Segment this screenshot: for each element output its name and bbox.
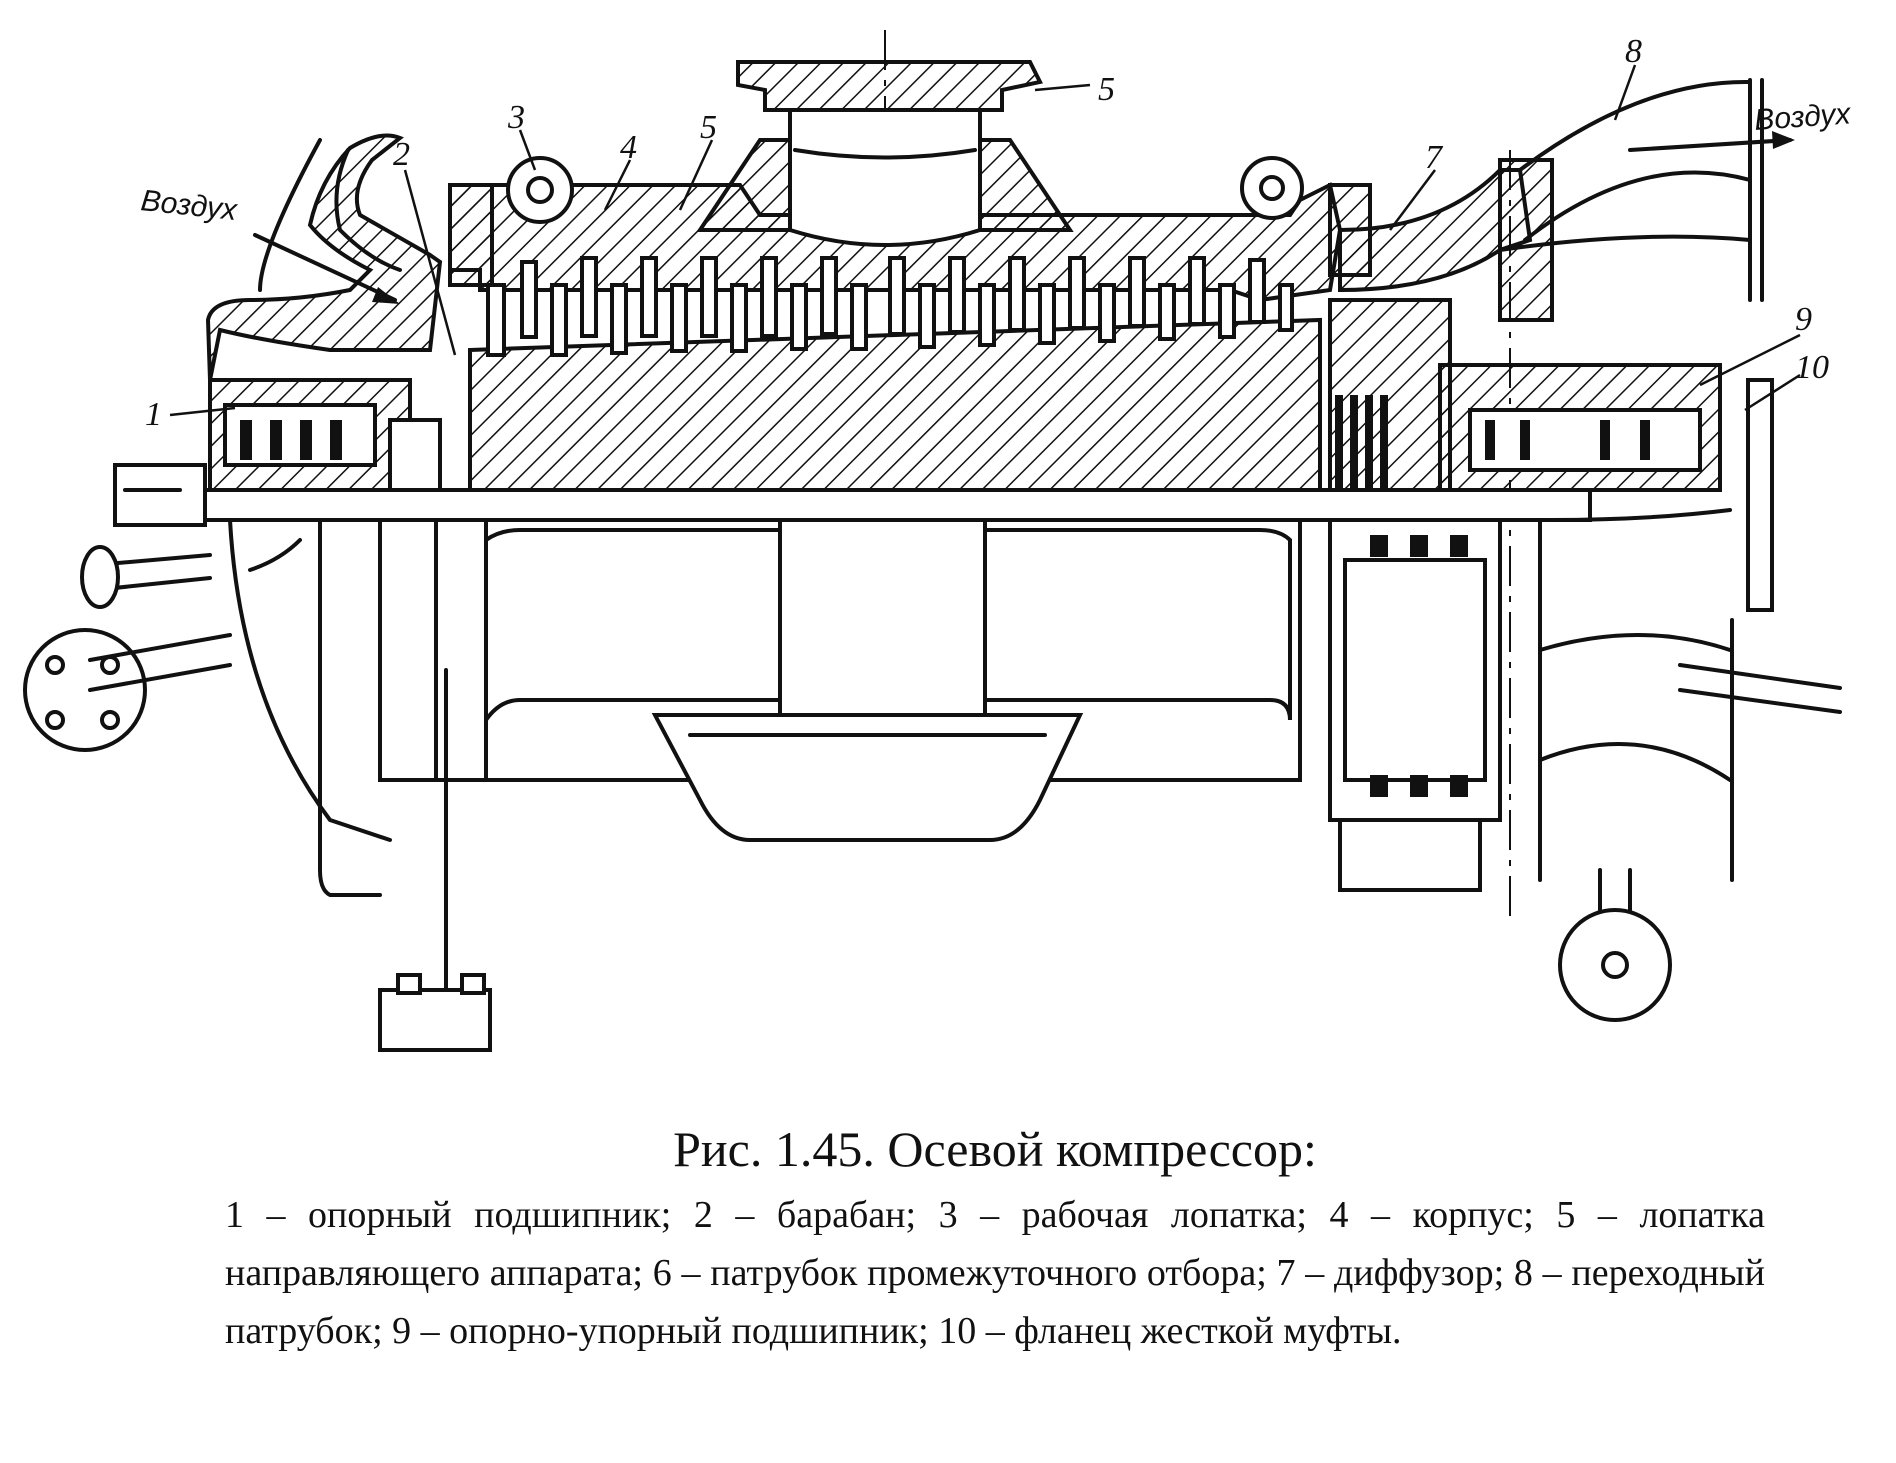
label-4: 4 [620, 129, 637, 166]
inlet-duct [205, 133, 443, 381]
label-10: 10 [1795, 349, 1829, 386]
drain-flange-bolt-4 [100, 710, 120, 730]
bleed-pipe-support-left [696, 138, 792, 232]
lifting-lug-left-hole [526, 176, 554, 204]
rear-foot-block [1338, 818, 1482, 892]
label-2: 2 [393, 136, 410, 173]
label-9: 9 [1795, 301, 1812, 338]
rear-volute-upper [1548, 508, 1732, 522]
shaft-end-left [113, 463, 207, 527]
caption-legend: 1 – опорный подшипник; 2 – барабан; 3 – … [225, 1194, 1765, 1352]
label-3: 3 [507, 99, 525, 136]
rear-volute-lower [1538, 742, 1732, 782]
left-foot-nut-1 [396, 973, 422, 995]
drain-pipe [88, 633, 232, 692]
lifting-lug-right [1240, 156, 1304, 220]
inlet-duct-outline [334, 148, 402, 272]
rear-housing [1328, 298, 1452, 492]
air-outlet-label: Воздух [1753, 97, 1852, 137]
figure-caption: Рис. 1.45. Осевой компрессор: 1 – опорны… [225, 1120, 1765, 1360]
frame-left-column [378, 518, 438, 782]
air-inlet-label: Воздух [139, 184, 239, 227]
shaft [198, 488, 1592, 522]
transition-pipe-upper [1518, 79, 1752, 172]
coupling-inner [1343, 558, 1487, 782]
bleed-pipe [788, 108, 982, 247]
bleed-pipe-inner [793, 148, 977, 160]
air-inlet-arrow-head [372, 287, 400, 304]
inlet-duct-inner [258, 138, 322, 292]
drain-flange-bolt-3 [45, 710, 65, 730]
air-outlet-arrow-line [1628, 138, 1792, 152]
inlet-volute-lower [228, 518, 392, 842]
left-foot-block [378, 988, 492, 1052]
drain-flange [23, 628, 147, 752]
rear-volute-mid [1538, 633, 1732, 652]
inlet-volute-mid [248, 538, 302, 572]
left-foot-nut-2 [460, 973, 486, 995]
bleed-pipe-support-right [978, 138, 1074, 232]
rotor-drum [468, 317, 1322, 492]
label-8: 8 [1625, 33, 1642, 70]
rear-bearing-seal-teeth [1335, 395, 1650, 490]
frame-bottom-tray [651, 713, 1084, 842]
label-7: 7 [1425, 139, 1444, 176]
caption-title: Рис. 1.45. Осевой компрессор: [673, 1121, 1317, 1177]
support-wheel [1558, 908, 1672, 1022]
lifting-lug-left [506, 156, 574, 224]
front-seal-block [388, 418, 442, 492]
oil-pipe-cap [80, 545, 120, 609]
coupling-bolts [1370, 535, 1468, 797]
compressor-section-drawing: 1 2 3 4 5 5 7 8 9 10 Воздух Воздух [23, 30, 1852, 1052]
blade-rows [486, 256, 1294, 357]
air-outlet-arrow-head [1772, 131, 1795, 149]
frame-front-web [434, 518, 488, 782]
leader-lines [169, 64, 1801, 417]
label-6: 5 [1098, 71, 1115, 108]
casing-flange-left [448, 183, 494, 287]
exhaust-pipe [1678, 663, 1842, 714]
bleed-pipe-flange [736, 60, 1043, 112]
label-1: 1 [145, 396, 162, 433]
front-bearing-seal-teeth [240, 420, 342, 460]
rear-bearing-liner [1468, 408, 1702, 472]
outlet-flange-block [1498, 158, 1554, 322]
frame-left-leg [318, 518, 382, 897]
coupling-flange [1746, 378, 1774, 612]
label-5: 5 [700, 109, 717, 146]
drain-flange-bolt-1 [45, 655, 65, 675]
support-wheel-hub [1601, 951, 1629, 979]
transition-pipe-lower [1523, 170, 1752, 242]
lifting-lug-right-hole [1259, 175, 1285, 201]
